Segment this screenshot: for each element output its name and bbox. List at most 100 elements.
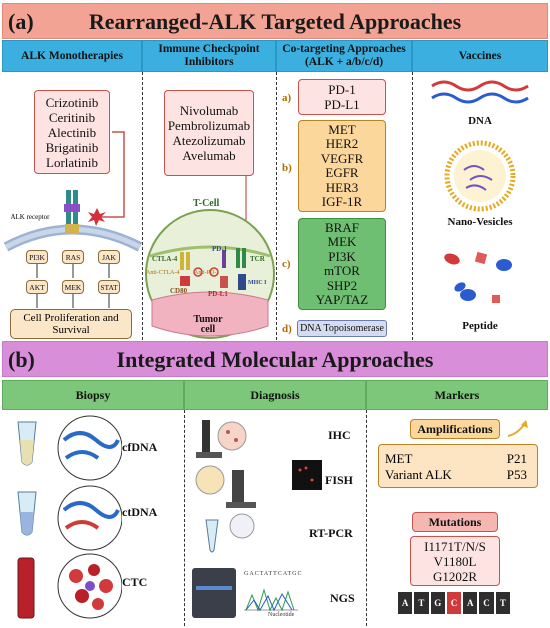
target-name: IGF-1R [321, 194, 363, 209]
dna-icon [431, 80, 529, 104]
mutations-box: I1171T/N/S V1180L G1202R [410, 536, 500, 586]
anti-pd1-label: Anti-PD-1 [194, 270, 220, 276]
cd80-label: CD80 [170, 287, 188, 295]
column-divider [412, 72, 413, 340]
tumor-cell-label: Tumor cell [193, 314, 223, 335]
dna-sequence-strip: A T G C A C T [398, 592, 510, 614]
section-b-banner [2, 341, 548, 377]
diagnosis-illustrations [192, 420, 322, 618]
target-name: HER2 [325, 136, 359, 151]
t-cell-label: T-Cell [193, 198, 220, 209]
vaccine-label-nano: Nano-Vesicles [447, 216, 513, 228]
ngs-axis-label: Nucleotide [268, 612, 295, 618]
dna-base-mutated: C [446, 592, 462, 614]
pathway-outcome: Cell Proliferation and Survival [10, 309, 132, 339]
mutation-item: G1202R [432, 568, 478, 584]
anti-ctla4-label: Anti-CTLA-4 [146, 270, 180, 276]
section-a-title: Rearranged-ALK Targeted Approaches [88, 9, 462, 34]
amplification-item: P53 [506, 467, 527, 482]
drug-name: Pembrolizumab [167, 118, 251, 133]
section-b-title: Integrated Molecular Approaches [116, 347, 434, 372]
drug-name: Atezolizumab [172, 133, 246, 148]
pathway-node: JAK [98, 250, 120, 264]
column-head-markers: Markers [366, 380, 548, 410]
pathway-node: RAS [62, 250, 84, 264]
section-a-banner [2, 3, 548, 39]
tcr-label: TCR [250, 255, 265, 263]
dna-base: G [430, 592, 445, 614]
cotarget-box-c: BRAF MEK PI3K mTOR SHP2 YAP/TAZ [298, 218, 386, 310]
dna-base: C [479, 592, 494, 614]
dna-base: T [495, 592, 510, 614]
vaccine-label-peptide: Peptide [462, 320, 498, 332]
cotarget-letter-c: c) [282, 258, 291, 270]
mutations-title: Mutations [412, 512, 498, 532]
mutation-item: V1180L [433, 553, 477, 569]
dna-base: A [398, 592, 413, 614]
peptide-icon [444, 251, 512, 303]
amplifications-title: Amplifications [410, 419, 500, 439]
target-name: MET [328, 121, 356, 137]
column-head-monotherapies: ALK Monotherapies [2, 40, 142, 72]
column-divider [184, 410, 185, 626]
target-name: BRAF [325, 219, 359, 235]
column-head-biopsy: Biopsy [2, 380, 184, 410]
cotarget-box-a: PD-1 PD-L1 [298, 79, 386, 115]
drug-name: Crizotinib [45, 94, 99, 110]
cotarget-box-b: MET HER2 VEGFR EGFR HER3 IGF-1R [298, 120, 386, 212]
cotarget-letter-b: b) [282, 162, 292, 174]
drug-name: Brigatinib [45, 139, 99, 155]
diagnosis-label-ihc: IHC [328, 428, 351, 442]
biopsy-label-ctdna: ctDNA [122, 505, 158, 519]
column-divider [142, 72, 143, 340]
amplification-item: Variant ALK [385, 467, 452, 482]
target-name: VEGFR [320, 150, 364, 166]
target-name: EGFR [325, 165, 359, 180]
target-name: PD-L1 [324, 97, 360, 112]
section-b-label: (b) [8, 347, 35, 372]
drug-name: Alectinib [47, 124, 97, 140]
cotarget-box-d: DNA Topoisomerase [297, 320, 387, 337]
immune-synapse-diagram [145, 176, 275, 339]
column-divider [276, 72, 277, 340]
biopsy-illustrations [17, 415, 122, 619]
pathway-node: PI3K [26, 250, 48, 264]
diagnosis-label-rtpcr: RT-PCR [309, 526, 353, 540]
cotarget-letter-a: a) [282, 92, 292, 104]
cotarget-letter-d: d) [282, 323, 292, 335]
drug-name: Lorlatinib [46, 154, 98, 170]
target-name: MEK [327, 234, 357, 249]
ngs-sequence: GACTATTCATGC [244, 571, 303, 577]
vaccine-label-dna: DNA [468, 115, 492, 127]
column-divider [366, 410, 367, 626]
target-name: YAP/TAZ [315, 292, 369, 307]
drug-name: Nivolumab [179, 103, 239, 118]
nano-vesicle-icon [444, 140, 516, 212]
trend-up-icon [507, 420, 528, 437]
target-name: PI3K [328, 248, 356, 264]
pd1-label: PD-1 [212, 245, 228, 253]
biopsy-label-ctc: CTC [122, 575, 148, 589]
ctla4-label: CTLA-4 [152, 255, 178, 263]
diagnosis-label-ngs: NGS [330, 591, 355, 605]
column-head-cotargeting: Co-targeting Approaches (ALK + a/b/c/d) [276, 40, 412, 72]
target-name: mTOR [324, 263, 360, 278]
diagnosis-label-fish: FISH [325, 473, 354, 487]
mhc1-label: MHC I [248, 280, 267, 286]
pathway-node: STAT [98, 280, 120, 294]
alk-receptor-label: ALK receptor [10, 213, 50, 221]
amplification-item: P21 [506, 451, 527, 466]
amplifications-box: MET P21 Variant ALK P53 [378, 444, 538, 488]
column-head-vaccines: Vaccines [412, 40, 548, 72]
checkpoint-drug-list: Nivolumab Pembrolizumab Atezolizumab Ave… [164, 90, 254, 176]
pdl1-label: PD-L1 [208, 290, 228, 298]
mutation-item: I1171T/N/S [424, 538, 486, 554]
drug-name: Avelumab [182, 148, 236, 163]
target-name: SHP2 [326, 277, 358, 293]
column-head-diagnosis: Diagnosis [184, 380, 366, 410]
target-name: PD-1 [328, 82, 356, 97]
amplification-item: MET [385, 451, 413, 466]
column-head-checkpoint: Immune Checkpoint Inhibitors [142, 40, 276, 72]
monotherapy-drug-list: Crizotinib Ceritinib Alectinib Brigatini… [34, 90, 110, 174]
dna-base: T [414, 592, 429, 614]
